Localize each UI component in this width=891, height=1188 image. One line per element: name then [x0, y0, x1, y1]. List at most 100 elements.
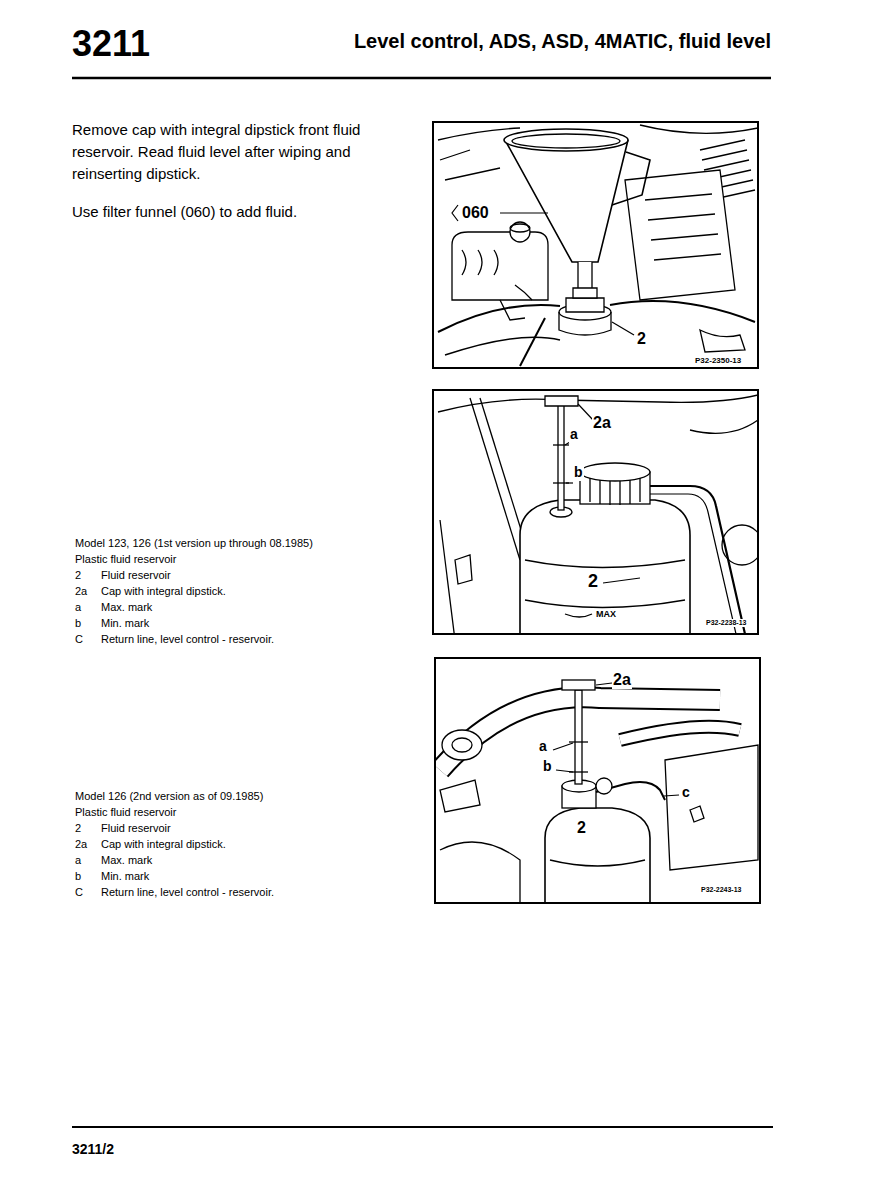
line-art [665, 745, 758, 870]
page-title: Level control, ADS, ASD, 4MATIC, fluid l… [354, 29, 771, 53]
figure-reservoir-2 [440, 680, 758, 903]
legend-key: C [75, 633, 83, 646]
caption-heading: Model 126 (2nd version as of 09.1985) [75, 790, 263, 803]
legend-key: b [75, 617, 81, 630]
line-art [550, 860, 645, 866]
line-art [470, 398, 520, 560]
callout-number: 2a [612, 670, 632, 689]
line-art [445, 337, 560, 355]
line-art [690, 806, 704, 822]
line-art [610, 301, 755, 322]
line-art [440, 150, 500, 180]
line-art [510, 222, 530, 242]
line-art [612, 152, 650, 205]
legend-key: a [75, 854, 81, 867]
legend-key: 2 [75, 822, 81, 835]
line-art [545, 808, 650, 903]
line-art [553, 743, 573, 750]
rule-lines [72, 78, 773, 1127]
callout-number: 2 [587, 571, 599, 593]
line-art [566, 482, 573, 483]
line-art [620, 727, 740, 740]
line-art [562, 680, 595, 690]
line-art [440, 780, 480, 812]
legend-text: Cap with integral dipstick. [101, 585, 226, 598]
legend-text: Fluid reservoir [101, 569, 171, 582]
legend-text: Return line, level control - reservoir. [101, 886, 274, 899]
line-art [504, 129, 628, 151]
legend-key: a [75, 601, 81, 614]
figure-funnel [438, 125, 758, 366]
legend-key: 2a [75, 585, 87, 598]
line-art [690, 420, 758, 433]
line-art [510, 224, 530, 232]
line-art [520, 500, 690, 634]
callout-number: 2 [636, 329, 647, 348]
line-art [556, 770, 573, 772]
legend-text: Return line, level control - reservoir. [101, 633, 274, 646]
legend-text: Min. mark [101, 617, 149, 630]
figure-frame [435, 658, 760, 903]
callout-number: 2a [592, 413, 612, 432]
line-art [452, 232, 548, 300]
legend-text: Cap with integral dipstick. [101, 838, 226, 851]
figure-code: P32-2350-13 [694, 356, 742, 366]
callout-letter: a [538, 738, 548, 755]
callout-number: 060 [461, 203, 490, 222]
line-art [664, 795, 679, 796]
line-art [590, 478, 640, 505]
legend-key: b [75, 870, 81, 883]
line-art [596, 683, 612, 685]
line-art [452, 738, 472, 752]
legend-text: Max. mark [101, 854, 152, 867]
legend-text: Max. mark [101, 601, 152, 614]
figure-frame [433, 390, 758, 634]
figure-code: P32-2238-13 [705, 619, 747, 627]
line-art [442, 730, 482, 760]
figure-code: P32-2243-13 [700, 886, 742, 894]
line-art [625, 170, 735, 300]
legend-text: Min. mark [101, 870, 149, 883]
page-number: 3211/2 [72, 1141, 114, 1158]
caption-heading: Model 123, 126 (1st version up through 0… [75, 537, 313, 550]
callout-letter: a [569, 426, 579, 443]
line-art [440, 520, 455, 634]
line-art [700, 330, 745, 352]
line-art [612, 322, 634, 335]
line-art [500, 212, 548, 213]
line-art [569, 741, 588, 742]
line-art [525, 560, 685, 608]
line-art [438, 305, 560, 332]
line-art [72, 77, 771, 80]
legend-key: 2 [75, 569, 81, 582]
line-art [462, 250, 498, 275]
callout-letter: c [681, 784, 691, 801]
line-art [559, 312, 611, 335]
figure-frame [433, 122, 758, 368]
line-art [640, 125, 758, 133]
line-art [565, 614, 592, 617]
line-art [440, 842, 520, 903]
line-art [603, 578, 640, 583]
instruction-text: Remove cap with integral dipstick front … [72, 119, 384, 185]
callout-number: 2 [576, 818, 587, 837]
line-art [650, 486, 745, 634]
callout-letter: b [542, 758, 553, 775]
line-art [573, 288, 597, 298]
line-art [645, 194, 721, 260]
line-art [650, 494, 736, 634]
line-art [452, 205, 458, 221]
line-art [545, 396, 578, 406]
figure-reservoir-1 [438, 395, 758, 634]
line-art [566, 298, 604, 312]
mark-text: MAX [595, 609, 617, 620]
legend-key: 2a [75, 838, 87, 851]
line-art [505, 140, 628, 262]
line-art [455, 555, 472, 584]
line-art [500, 285, 532, 320]
line-art [520, 318, 545, 366]
section-number: 3211 [72, 22, 150, 65]
line-art [72, 1126, 773, 1128]
caption-text: Plastic fluid reservoir [75, 553, 176, 566]
